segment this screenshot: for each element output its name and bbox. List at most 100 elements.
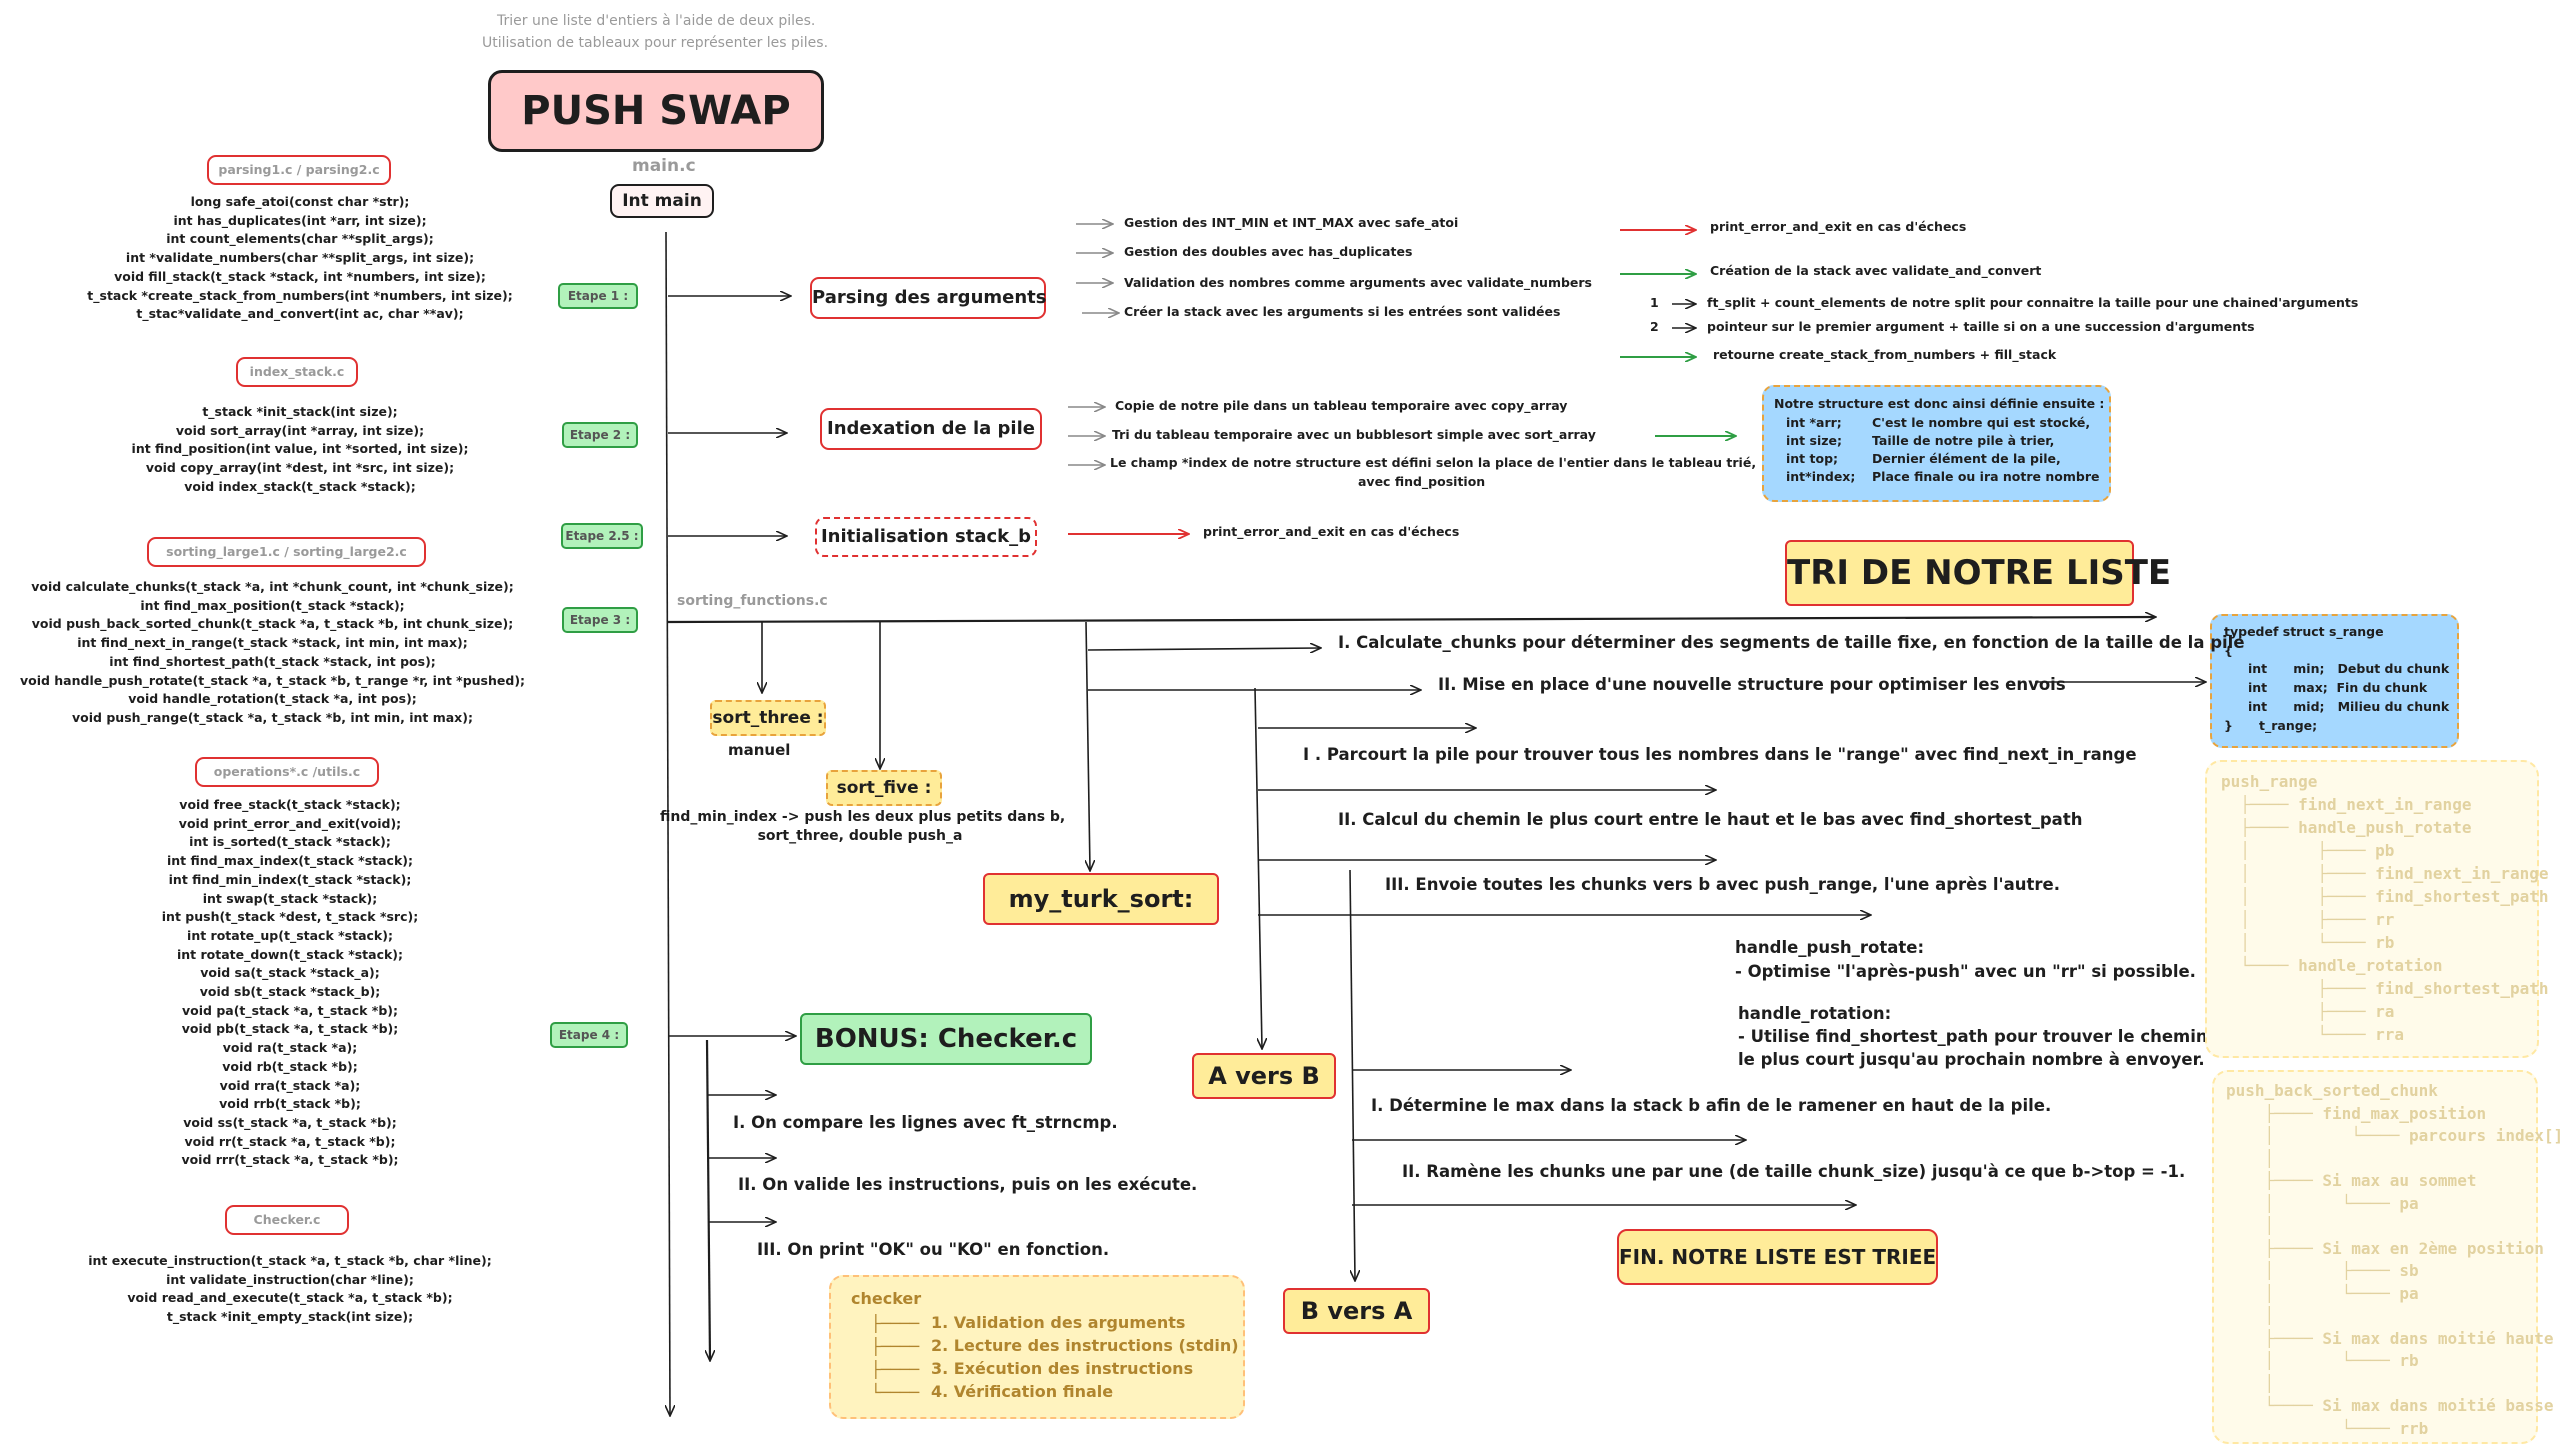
step-2-badge: Etape 2 : — [562, 422, 638, 448]
range-line-3: int min; Debut du chunk — [2248, 661, 2450, 676]
parsing-file-tag: parsing1.c / parsing2.c — [207, 155, 391, 185]
index-note-1: Copie de notre pile dans un tableau temp… — [1115, 398, 1568, 413]
struct-definition-box: Notre structure est donc ainsi définie e… — [1762, 385, 2111, 502]
range-line-4: int max; Fin du chunk — [2248, 680, 2428, 695]
step-3-badge: Etape 3 : — [562, 607, 638, 633]
a-vers-b-box: A vers B — [1192, 1053, 1336, 1099]
operations-prototypes: void free_stack(t_stack *stack); void pr… — [161, 797, 419, 1168]
range-line-1: typedef struct s_range — [2224, 624, 2384, 639]
step-1-badge: Etape 1 : — [558, 283, 638, 309]
sorting-prototypes: void calculate_chunks(t_stack *a, int *c… — [19, 579, 526, 725]
b-vers-a-box: B vers A — [1283, 1288, 1430, 1334]
parsing-result-3: retourne create_stack_from_numbers + fil… — [1713, 347, 2057, 362]
struct-desc-arr: C'est le nombre qui est stocké, — [1872, 415, 2091, 430]
main-file-label: main.c — [632, 156, 696, 176]
sorting-functions-label: sorting_functions.c — [677, 593, 828, 609]
struct-field-arr: int *arr; — [1786, 415, 1842, 430]
parsing-result-num-1: 1 — [1650, 295, 1659, 310]
handle-push-rotate-desc: - Optimise "l'après-push" avec un "rr" s… — [1735, 962, 2196, 981]
index-note-2: Tri du tableau temporaire avec un bubble… — [1112, 427, 1596, 442]
handle-rotation-title: handle_rotation: — [1738, 1004, 1892, 1023]
turk-note-1: I. Calculate_chunks pour déterminer des … — [1338, 633, 2245, 652]
a-vers-b-label: A vers B — [1208, 1062, 1320, 1090]
bonus-checker-label: BONUS: Checker.c — [814, 1024, 1078, 1054]
push-back-tree-box: push_back_sorted_chunk ├──── find_max_po… — [2212, 1070, 2563, 1444]
parsing-note-4: Créer la stack avec les arguments si les… — [1124, 304, 1561, 319]
sorting-file-tag: sorting_large1.c / sorting_large2.c — [147, 537, 426, 567]
checker-step-1: 1. Validation des arguments — [931, 1313, 1186, 1332]
parsing-note-2: Gestion des doubles avec has_duplicates — [1124, 244, 1413, 259]
range-line-6: } t_range; — [2224, 718, 2318, 733]
init-stack-b-box: Initialisation stack_b — [815, 517, 1037, 557]
bonus-note-1: I. On compare les lignes avec ft_strncmp… — [733, 1113, 1118, 1132]
struct-field-top: int top; — [1786, 451, 1839, 466]
b-vers-a-label: B vers A — [1300, 1297, 1413, 1325]
bonus-note-2: II. On valide les instructions, puis on … — [738, 1175, 1198, 1194]
struct-desc-size: Taille de notre pile à trier, — [1872, 433, 2055, 448]
index-file-tag: index_stack.c — [236, 357, 358, 387]
struct-field-size: int size; — [1786, 433, 1842, 448]
parsing-result-1: ft_split + count_elements de notre split… — [1707, 295, 2359, 310]
parsing-result-2: pointeur sur le premier argument + taill… — [1707, 319, 2255, 334]
range-line-5: int mid; Milieu du chunk — [2248, 699, 2450, 714]
handle-rotation-desc-2: le plus court jusqu'au prochain nombre à… — [1738, 1050, 2205, 1069]
page-title: PUSH SWAP — [488, 70, 824, 152]
bonus-checker-box: BONUS: Checker.c — [800, 1013, 1092, 1065]
parsing-box: Parsing des arguments — [810, 277, 1046, 319]
index-note-3: Le champ *index de notre structure est d… — [1110, 455, 1757, 470]
sort-five-label: sort_five : — [836, 778, 932, 798]
checker-tree-root: checker — [851, 1289, 922, 1308]
b-note-2: II. Ramène les chunks une par une (de ta… — [1402, 1162, 2186, 1181]
page-title-text: PUSH SWAP — [521, 88, 791, 134]
checker-file-tag: Checker.c — [225, 1205, 349, 1235]
int-main-box: Int main — [610, 184, 714, 218]
subtitle-line-2: Utilisation de tableaux pour représenter… — [482, 35, 829, 51]
checker-step-4: 4. Vérification finale — [931, 1382, 1114, 1401]
sort-five-box: sort_five : — [826, 770, 942, 806]
b-note-1: I. Détermine le max dans la stack b afin… — [1371, 1096, 2052, 1115]
sort-three-box: sort_three : — [710, 700, 826, 736]
checker-tree-branches: ├──── ├──── ├──── └──── — [871, 1314, 920, 1402]
subtitle-line-1: Trier une liste d'entiers à l'aide de de… — [497, 13, 816, 29]
init-stack-b-label: Initialisation stack_b — [820, 526, 1031, 547]
push-range-tree: push_range ├──── find_next_in_range ├───… — [2221, 772, 2549, 1044]
parsing-error-note: print_error_and_exit en cas d'échecs — [1710, 219, 1967, 234]
sort-three-note: manuel — [728, 741, 791, 759]
struct-desc-index: Place finale ou ira notre nombre — [1872, 469, 2100, 484]
int-main-label: Int main — [622, 191, 702, 211]
range-line-2: { — [2224, 643, 2233, 658]
handle-rotation-desc-1: - Utilise find_shortest_path pour trouve… — [1738, 1027, 2208, 1046]
indexation-box: Indexation de la pile — [820, 408, 1042, 450]
push-back-tree: push_back_sorted_chunk ├──── find_max_po… — [2226, 1081, 2564, 1438]
checker-prototypes: int execute_instruction(t_stack *a, t_st… — [88, 1253, 492, 1325]
range-struct-box: typedef struct s_range { int min; Debut … — [2210, 614, 2459, 748]
checker-tree-box: checker ├──── ├──── ├──── └──── 1. Valid… — [829, 1275, 1245, 1419]
parsing-prototypes: long safe_atoi(const char *str); int has… — [87, 194, 513, 322]
tri-title-box: TRI DE NOTRE LISTE — [1785, 540, 2171, 606]
fin-box: FIN. NOTRE LISTE EST TRIEE — [1617, 1229, 1938, 1285]
operations-file-tag: operations*.c /utils.c — [195, 757, 379, 787]
parsing-note-3: Validation des nombres comme arguments a… — [1124, 275, 1592, 290]
index-prototypes: t_stack *init_stack(int size); void sort… — [131, 404, 469, 494]
sort-three-label: sort_three : — [712, 708, 824, 728]
fin-label: FIN. NOTRE LISTE EST TRIEE — [1619, 1245, 1937, 1269]
sort-five-note: find_min_index -> push les deux plus pet… — [660, 809, 1066, 844]
step-2-5-badge: Etape 2.5 : — [561, 523, 643, 549]
struct-field-index: int*index; — [1786, 469, 1856, 484]
push-range-tree-box: push_range ├──── find_next_in_range ├───… — [2205, 760, 2549, 1058]
step-4-badge: Etape 4 : — [550, 1022, 628, 1048]
a-note-1: I . Parcourt la pile pour trouver tous l… — [1303, 745, 2137, 764]
bonus-note-3: III. On print "OK" ou "KO" en fonction. — [757, 1240, 1110, 1259]
parsing-result-num-2: 2 — [1650, 319, 1659, 334]
parsing-box-label: Parsing des arguments — [812, 287, 1047, 308]
parsing-note-1: Gestion des INT_MIN et INT_MAX avec safe… — [1124, 215, 1459, 230]
parsing-create-note: Création de la stack avec validate_and_c… — [1710, 263, 2042, 278]
checker-step-2: 2. Lecture des instructions (stdin) — [931, 1336, 1239, 1355]
turk-sort-box: my_turk_sort: — [983, 873, 1219, 925]
tri-title-text: TRI DE NOTRE LISTE — [1787, 553, 2172, 593]
a-note-3: III. Envoie toutes les chunks vers b ave… — [1385, 875, 2060, 894]
handle-push-rotate-title: handle_push_rotate: — [1735, 938, 1925, 957]
checker-step-3: 3. Exécution des instructions — [931, 1359, 1194, 1378]
init-b-error-note: print_error_and_exit en cas d'échecs — [1203, 524, 1460, 539]
